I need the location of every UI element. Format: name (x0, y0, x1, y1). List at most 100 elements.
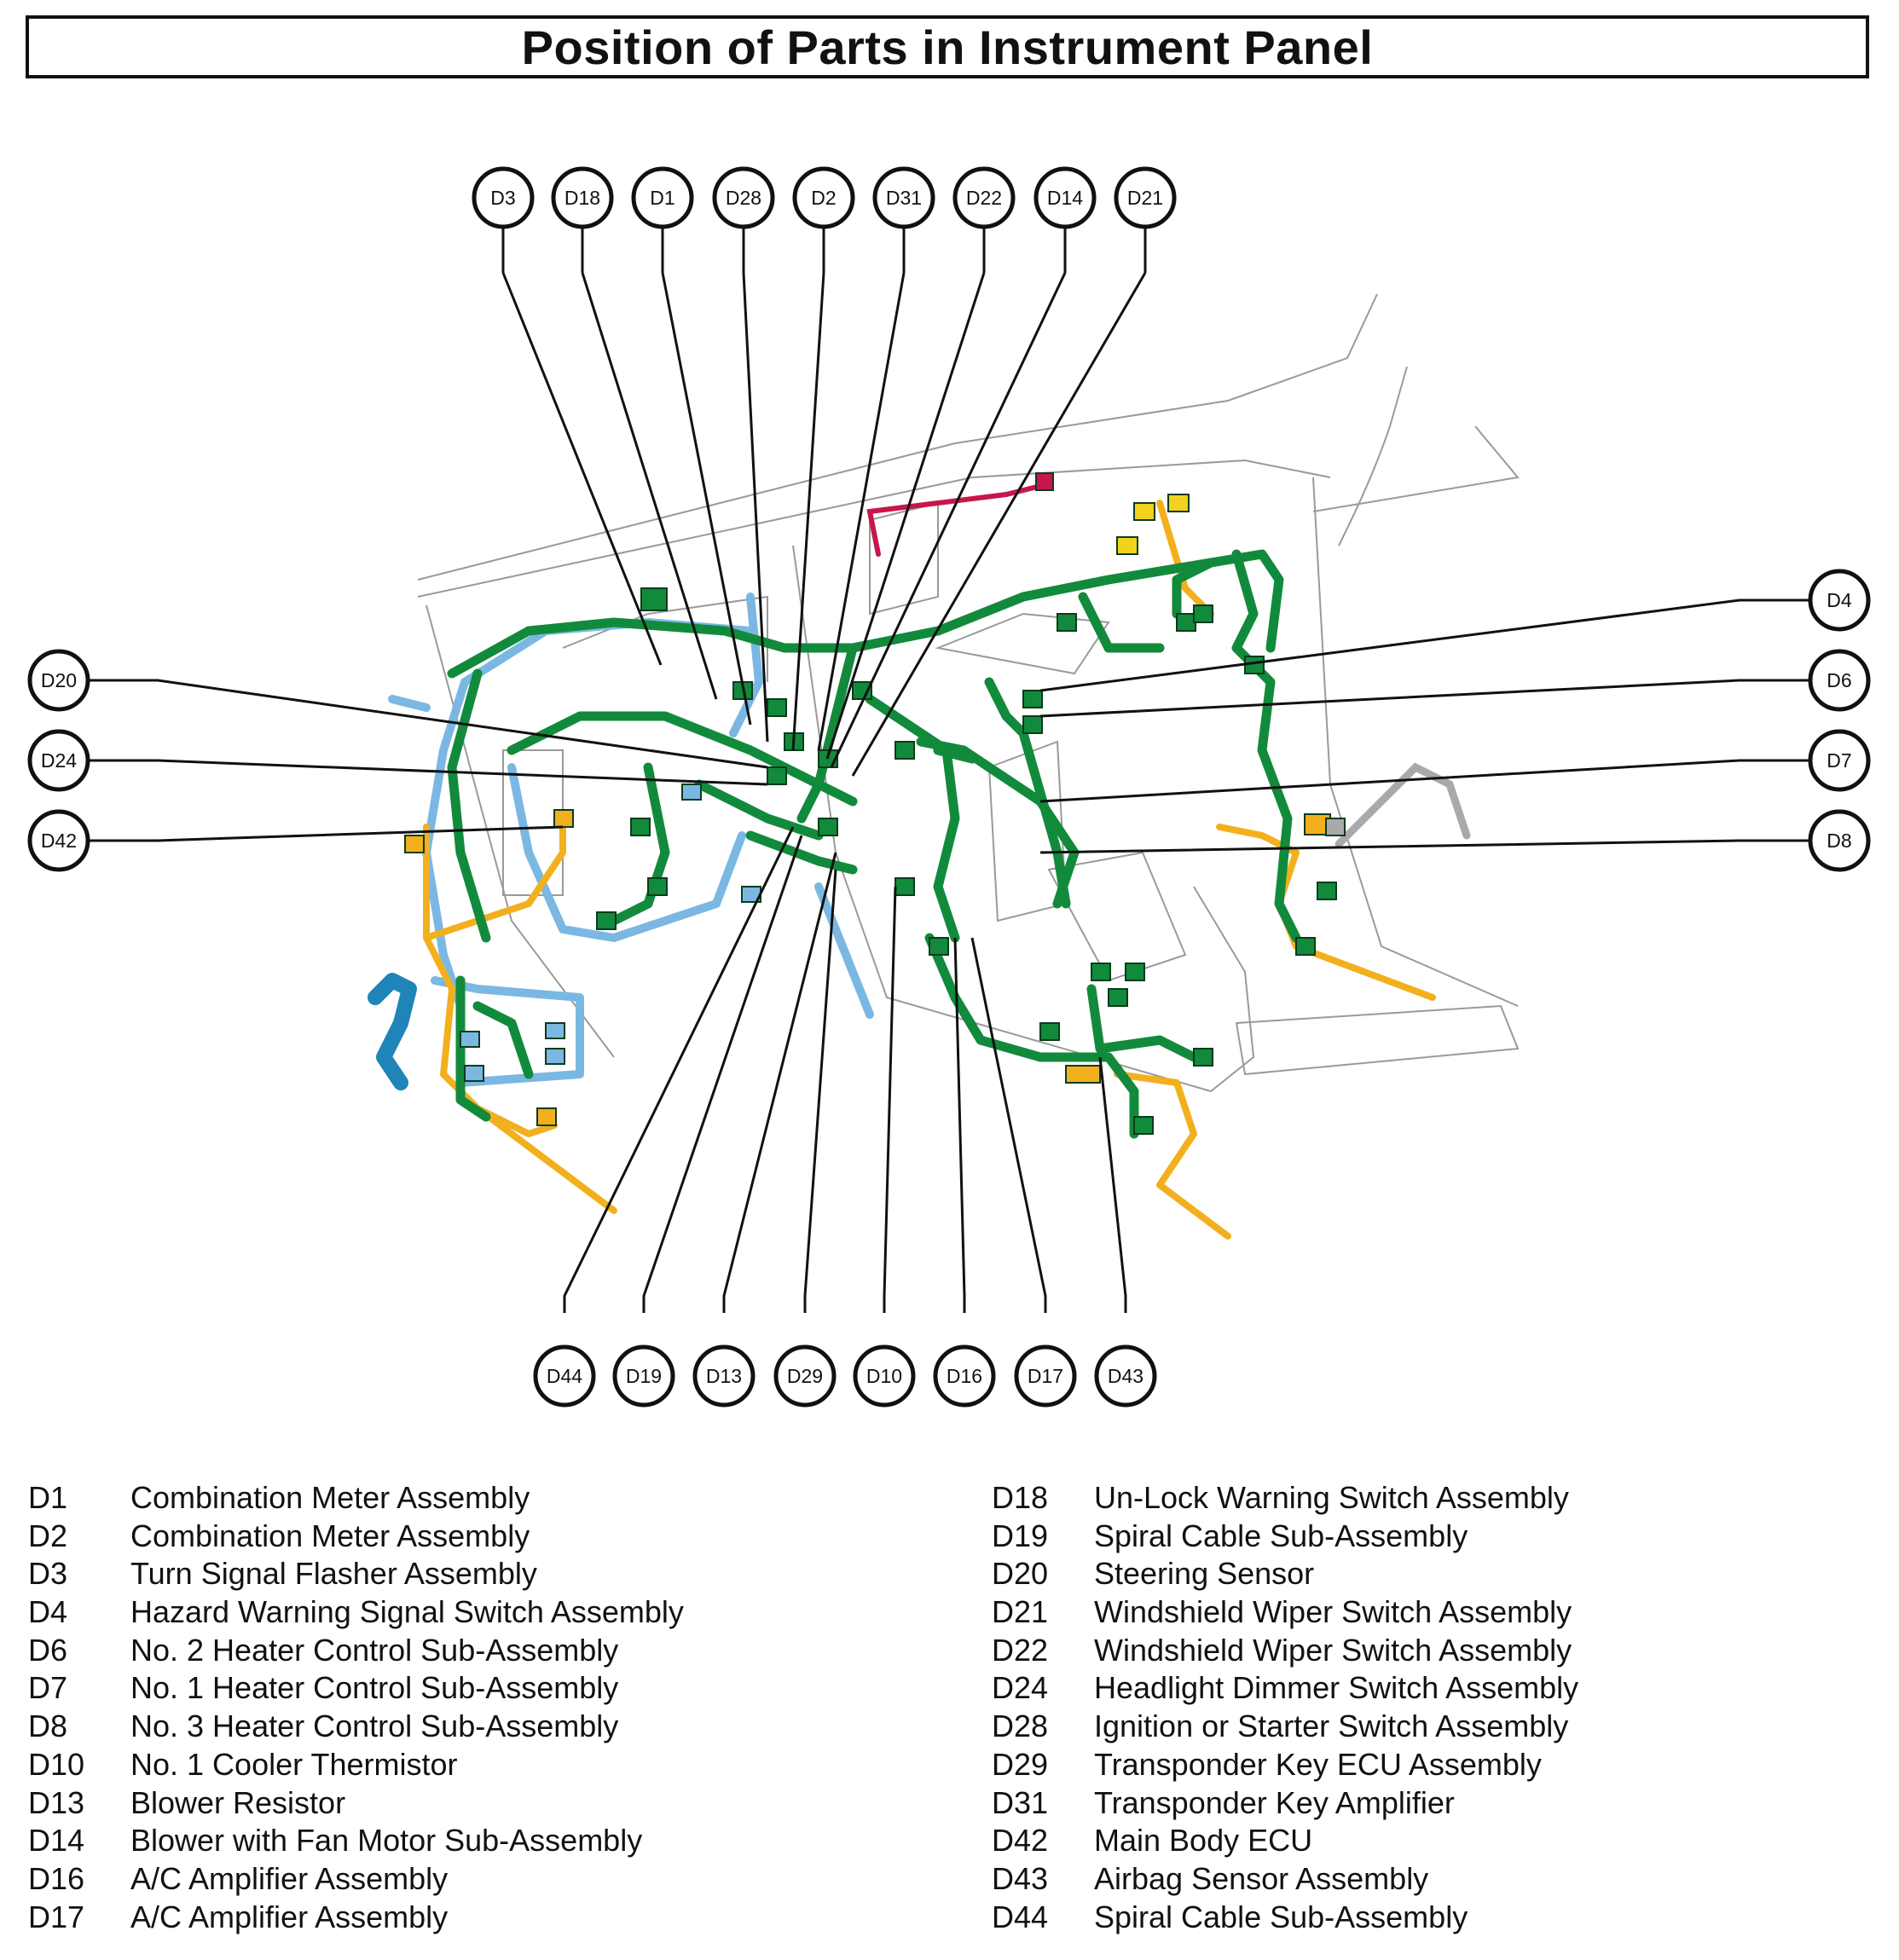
leader-lines (89, 220, 1809, 1313)
callouts-top: D3 D18 D1 D28 D2 D31 D22 D14 D21 (472, 166, 1177, 229)
gray-harness (1335, 762, 1471, 848)
callouts-left: D20 D24 D42 (27, 649, 90, 872)
legend-code: D4 (28, 1594, 68, 1630)
legend-code: D19 (992, 1518, 1049, 1553)
callout-label: D21 (1127, 187, 1163, 209)
green-harness-main (447, 549, 1284, 679)
callout-label: D24 (41, 749, 77, 772)
legend-code: D18 (992, 1480, 1049, 1515)
legend-code: D31 (992, 1784, 1049, 1820)
legend-item: D6 No. 2 Heater Control Sub-Assembly (28, 1632, 966, 1670)
callout-label: D6 (1827, 669, 1851, 691)
callout-label: D2 (811, 187, 836, 209)
legend-name: Spiral Cable Sub-Assembly (1094, 1899, 1468, 1934)
legend-code: D28 (992, 1708, 1049, 1744)
instrument-panel-diagram: D3 D18 D1 D28 D2 D31 D22 D14 D21 D20 D24… (27, 166, 1871, 1408)
legend-item: D1 Combination Meter Assembly (28, 1479, 966, 1518)
legend-code: D6 (28, 1632, 68, 1668)
legend-item: D8 No. 3 Heater Control Sub-Assembly (28, 1708, 966, 1746)
legend-name: No. 1 Heater Control Sub-Assembly (130, 1670, 619, 1706)
legend-code: D14 (28, 1823, 85, 1859)
callout-label: D4 (1827, 589, 1852, 611)
callout-label: D20 (41, 669, 77, 691)
legend-item: D42 Main Body ECU (992, 1822, 1899, 1860)
legend-code: D10 (28, 1746, 85, 1782)
callout-label: D43 (1108, 1365, 1143, 1387)
callouts-bottom: D44 D19 D13 D29 D10 D16 D17 D43 (533, 1344, 1157, 1408)
legend-name: Airbag Sensor Assembly (1094, 1860, 1429, 1896)
callout-label: D29 (787, 1365, 823, 1387)
legend-item: D13 Blower Resistor (28, 1784, 966, 1823)
legend-name: Combination Meter Assembly (130, 1518, 530, 1553)
legend-item: D22 Windshield Wiper Switch Assembly (992, 1632, 1899, 1670)
legend-item: D14 Blower with Fan Motor Sub-Assembly (28, 1822, 966, 1860)
legend-code: D21 (992, 1594, 1049, 1630)
legend-code: D29 (992, 1746, 1049, 1782)
legend-item: D7 No. 1 Heater Control Sub-Assembly (28, 1669, 966, 1708)
legend-name: Transponder Key Amplifier (1094, 1784, 1455, 1820)
callout-label: D14 (1047, 187, 1083, 209)
legend-name: Combination Meter Assembly (130, 1480, 530, 1515)
callouts-right: D4 D6 D7 D8 (1808, 569, 1871, 872)
legend-item: D24 Headlight Dimmer Switch Assembly (992, 1669, 1899, 1708)
legend-item: D43 Airbag Sensor Assembly (992, 1860, 1899, 1899)
legend-name: Spiral Cable Sub-Assembly (1094, 1518, 1468, 1553)
legend-code: D24 (992, 1670, 1049, 1706)
legend-item: D28 Ignition or Starter Switch Assembly (992, 1708, 1899, 1746)
legend-name: Headlight Dimmer Switch Assembly (1094, 1670, 1579, 1706)
legend-code: D43 (992, 1860, 1049, 1896)
callout-label: D22 (966, 187, 1002, 209)
page-title: Position of Parts in Instrument Panel (521, 20, 1374, 74)
legend-code: D22 (992, 1632, 1049, 1668)
legend-name: Main Body ECU (1094, 1823, 1313, 1859)
callout-label: D3 (490, 187, 515, 209)
legend-code: D13 (28, 1784, 85, 1820)
legend-item: D44 Spiral Cable Sub-Assembly (992, 1899, 1899, 1937)
callout-label: D44 (547, 1365, 582, 1387)
yellow-harness (423, 824, 617, 1214)
legend-code: D3 (28, 1556, 68, 1592)
connectors (404, 472, 1346, 1135)
legend-name: No. 2 Heater Control Sub-Assembly (130, 1632, 619, 1668)
legend-item: D10 No. 1 Cooler Thermistor (28, 1746, 966, 1784)
callout-label: D7 (1827, 749, 1851, 772)
legend-name: Blower Resistor (130, 1784, 346, 1820)
callout-label: D28 (726, 187, 761, 209)
legend-name: Steering Sensor (1094, 1556, 1315, 1592)
legend-code: D7 (28, 1670, 68, 1706)
callout-label: D16 (947, 1365, 982, 1387)
legend-item: D19 Spiral Cable Sub-Assembly (992, 1518, 1899, 1556)
callout-label: D18 (564, 187, 600, 209)
callout-label: D13 (706, 1365, 742, 1387)
legend-name: No. 3 Heater Control Sub-Assembly (130, 1708, 619, 1744)
callout-label: D42 (41, 830, 77, 852)
legend-item: D21 Windshield Wiper Switch Assembly (992, 1593, 1899, 1632)
callout-label: D10 (866, 1365, 902, 1387)
legend-name: Ignition or Starter Switch Assembly (1094, 1708, 1569, 1744)
callout-label: D19 (626, 1365, 662, 1387)
legend-item: D2 Combination Meter Assembly (28, 1518, 966, 1556)
callout-label: D1 (650, 187, 674, 209)
legend-name: Hazard Warning Signal Switch Assembly (130, 1594, 684, 1630)
callout-label: D31 (886, 187, 922, 209)
legend-code: D16 (28, 1860, 85, 1896)
legend-name: Windshield Wiper Switch Assembly (1094, 1632, 1572, 1668)
legend-name: Blower with Fan Motor Sub-Assembly (130, 1823, 643, 1859)
callout-label: D17 (1028, 1365, 1063, 1387)
callout-label: D8 (1827, 830, 1851, 852)
legend-name: No. 1 Cooler Thermistor (130, 1746, 458, 1782)
legend-code: D42 (992, 1823, 1049, 1859)
legend-name: A/C Amplifier Assembly (130, 1899, 449, 1934)
legend-name: Windshield Wiper Switch Assembly (1094, 1594, 1572, 1630)
legend-code: D1 (28, 1480, 68, 1515)
legend-code: D8 (28, 1708, 68, 1744)
legend-code: D44 (992, 1899, 1049, 1934)
legend-code: D2 (28, 1518, 68, 1553)
